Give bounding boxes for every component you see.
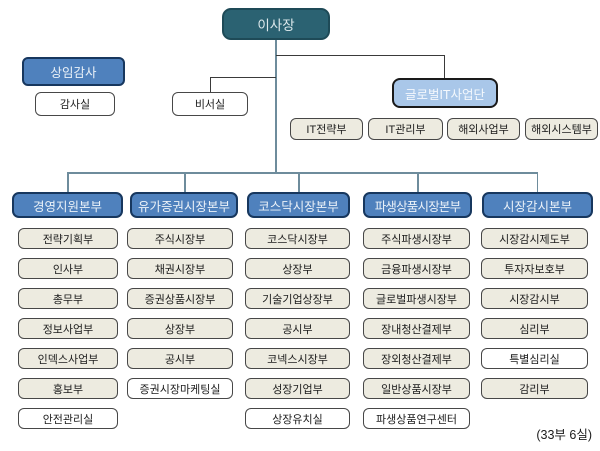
dept-box: 상장부 [245, 258, 350, 279]
dept-box: 글로벌파생시장부 [363, 288, 470, 309]
division-header-derivatives-market: 파생상품시장본부 [363, 192, 472, 218]
dept-box: 금융파생시장부 [363, 258, 470, 279]
connector-division-drop-1 [67, 172, 69, 192]
dept-box: 투자자보호부 [481, 258, 588, 279]
dept-box: 인덱스사업부 [18, 348, 118, 369]
connector-division-drop-4 [417, 172, 419, 192]
dept-box: 시장감시부 [481, 288, 588, 309]
connector-divisions-horizontal [67, 172, 538, 174]
global-it-unit-box: 글로벌IT사업단 [392, 78, 498, 108]
dept-box: 정보사업부 [18, 318, 118, 339]
dept-box: 장외청산결제부 [363, 348, 470, 369]
dept-box: 홍보부 [18, 378, 118, 399]
dept-box: 인사부 [18, 258, 118, 279]
dept-box: 심리부 [481, 318, 588, 339]
connector-itunit-horizontal [276, 55, 444, 56]
dept-box: 증권상품시장부 [127, 288, 233, 309]
dept-box: 기술기업상장부 [245, 288, 350, 309]
dept-box: 전략기획부 [18, 228, 118, 249]
connector-division-drop-3 [298, 172, 300, 192]
it-dept-box: IT관리부 [368, 118, 443, 140]
connector-secretary-drop [210, 77, 211, 93]
it-dept-box: 해외시스템부 [525, 118, 598, 140]
dept-box: 공시부 [127, 348, 233, 369]
dept-box: 주식시장부 [127, 228, 233, 249]
standing-auditor-box: 상임감사 [22, 57, 125, 86]
connector-itunit-drop [444, 55, 445, 78]
dept-box: 채권시장부 [127, 258, 233, 279]
connector-secretary-horizontal [210, 77, 276, 78]
dept-box: 감리부 [481, 378, 588, 399]
connector-division-drop-5 [536, 172, 538, 192]
office-box: 안전관리실 [18, 408, 118, 429]
dept-box: 공시부 [245, 318, 350, 339]
division-header-kosdaq-market: 코스닥시장본부 [247, 192, 350, 218]
office-box: 특별심리실 [481, 348, 588, 369]
secretary-office-box: 비서실 [172, 92, 248, 116]
dept-box: 일반상품시장부 [363, 378, 470, 399]
office-box: 증권시장마케팅실 [127, 378, 233, 399]
dept-box: 성장기업부 [245, 378, 350, 399]
dept-box: 코스닥시장부 [245, 228, 350, 249]
it-dept-box: 해외사업부 [447, 118, 520, 140]
connector-division-drop-2 [184, 172, 186, 192]
audit-office-box: 감사실 [35, 92, 115, 116]
dept-box: 주식파생시장부 [363, 228, 470, 249]
connector-chairman-vertical [275, 40, 277, 173]
division-header-market-surveillance: 시장감시본부 [482, 192, 593, 218]
office-box: 상장유치실 [245, 408, 350, 429]
office-box: 파생상품연구센터 [363, 408, 470, 429]
dept-box: 상장부 [127, 318, 233, 339]
division-header-kospi-market: 유가증권시장본부 [130, 192, 238, 218]
chairman-box: 이사장 [222, 8, 330, 40]
dept-box: 시장감시제도부 [481, 228, 588, 249]
footer-note: (33부 6실) [536, 428, 592, 442]
it-dept-box: IT전략부 [290, 118, 363, 140]
division-header-management-support: 경영지원본부 [12, 192, 123, 218]
dept-box: 장내청산결제부 [363, 318, 470, 339]
dept-box: 총무부 [18, 288, 118, 309]
dept-box: 코넥스시장부 [245, 348, 350, 369]
